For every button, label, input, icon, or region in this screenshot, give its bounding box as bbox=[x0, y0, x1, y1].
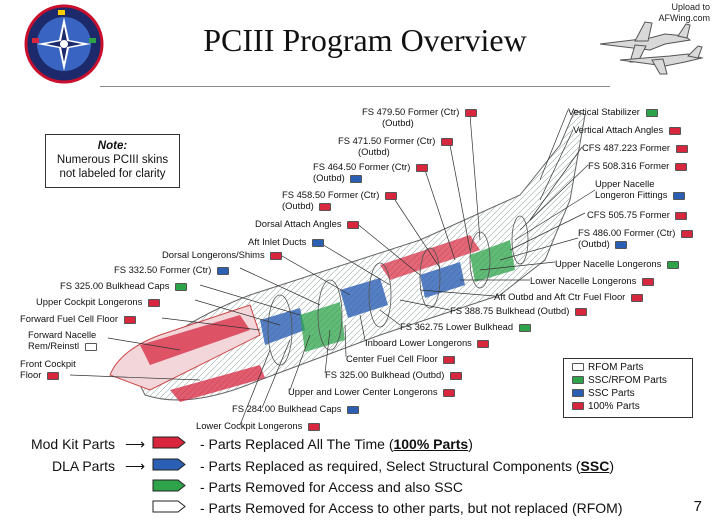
callout-cfs-487: CFS 487.223 Former bbox=[582, 142, 688, 153]
tag-red-icon bbox=[465, 108, 478, 117]
tag-blue-icon bbox=[347, 405, 360, 414]
legend-ssc: SSC Parts bbox=[588, 388, 635, 399]
callout-lower-nacelle-longerons: Lower Nacelle Longerons bbox=[530, 275, 654, 286]
tag-red-icon bbox=[681, 229, 694, 238]
tag-red-icon bbox=[443, 388, 456, 397]
tag-red-icon bbox=[416, 163, 429, 172]
callout-aft-fuel-floor: Aft Outbd and Aft Ctr Fuel Floor bbox=[494, 291, 643, 302]
callout-aft-inlet-ducts: Aft Inlet Ducts bbox=[248, 236, 324, 247]
upload-watermark: Upload to AFWing.com bbox=[658, 2, 710, 24]
aircraft-photo-icon bbox=[599, 21, 704, 75]
tag-green-icon bbox=[645, 108, 658, 117]
callout-fs-486: FS 486.00 Former (Ctr) (Outbd) bbox=[578, 227, 694, 249]
callout-fs-479: FS 479.50 Former (Ctr) (Outbd) bbox=[362, 106, 478, 128]
callout-fs-325-bulkhead: FS 325.00 Bulkhead (Outbd) bbox=[325, 369, 462, 380]
tag-green-icon bbox=[518, 323, 531, 332]
tag-red-icon bbox=[675, 211, 688, 220]
tag-red-icon bbox=[347, 220, 360, 229]
tag-red-icon bbox=[385, 191, 398, 200]
callout-dorsal-longerons: Dorsal Longerons/Shims bbox=[162, 249, 283, 260]
tag-blue-icon bbox=[350, 174, 363, 183]
arrow-right-icon: ⟶ bbox=[125, 458, 146, 474]
tag-red-icon bbox=[307, 422, 320, 431]
arrow-swatch-blue-icon bbox=[152, 458, 186, 471]
tag-red-icon bbox=[574, 307, 587, 316]
callout-fs-471: FS 471.50 Former (Ctr) (Outbd) bbox=[338, 135, 454, 157]
arrow-right-icon: ⟶ bbox=[125, 436, 146, 452]
title-divider bbox=[100, 86, 610, 87]
callout-upper-nacelle-longerons: Upper Nacelle Longerons bbox=[555, 258, 679, 269]
airframe-cutaway-diagram bbox=[69, 109, 596, 426]
callout-vertical-stabilizer: Vertical Stabilizer bbox=[568, 106, 658, 117]
callout-fs-508: FS 508.316 Former bbox=[588, 160, 687, 171]
tag-red-icon bbox=[441, 137, 454, 146]
tag-red-icon bbox=[572, 402, 584, 411]
tag-red-icon bbox=[630, 293, 643, 302]
tag-red-icon bbox=[641, 277, 654, 286]
arrow-swatch-green-icon bbox=[152, 479, 186, 492]
tag-red-icon bbox=[668, 126, 681, 135]
callout-lower-cockpit-longerons: Lower Cockpit Longerons bbox=[196, 420, 320, 431]
tag-white-icon bbox=[84, 342, 97, 351]
tag-red-icon bbox=[449, 371, 462, 380]
callout-forward-fuel-cell-floor: Forward Fuel Cell Floor bbox=[20, 313, 136, 324]
callout-cfs-505: CFS 505.75 Former bbox=[587, 209, 688, 220]
tag-red-icon bbox=[319, 202, 332, 211]
tag-red-icon bbox=[675, 144, 688, 153]
diagram-legend: RFOM Parts SSC/RFOM Parts SSC Parts 100%… bbox=[563, 358, 693, 418]
tag-blue-icon bbox=[615, 240, 628, 249]
tag-blue-icon bbox=[673, 191, 686, 200]
callout-fs-464: FS 464.50 Former (Ctr) (Outbd) bbox=[313, 161, 429, 183]
bottom-legend-left-label: Mod Kit Parts bbox=[30, 436, 115, 452]
tag-blue-icon bbox=[572, 389, 584, 398]
tag-red-icon bbox=[674, 162, 687, 171]
tag-green-icon bbox=[175, 282, 188, 291]
arrow-swatch-white-icon bbox=[152, 500, 186, 513]
callout-vertical-attach-angles: Vertical Attach Angles bbox=[573, 124, 681, 135]
callout-upper-cockpit-longerons: Upper Cockpit Longerons bbox=[36, 296, 160, 307]
upload-line-2: AFWing.com bbox=[658, 13, 710, 23]
tag-red-icon bbox=[123, 315, 136, 324]
tag-white-icon bbox=[572, 363, 584, 372]
legend-ssc-rfom: SSC/RFOM Parts bbox=[588, 375, 667, 386]
arrow-swatch-red-icon bbox=[152, 436, 186, 449]
legend-100pct: 100% Parts bbox=[588, 401, 640, 412]
page-title: PCIII Program Overview bbox=[203, 22, 527, 58]
tag-red-icon bbox=[270, 251, 283, 260]
bottom-legend-left-label: DLA Parts bbox=[51, 458, 115, 474]
callout-inboard-lower-longerons: Inboard Lower Longerons bbox=[365, 337, 490, 348]
callout-fs-362: FS 362.75 Lower Bulkhead bbox=[400, 321, 531, 332]
callout-upper-lower-center-longerons: Upper and Lower Center Longerons bbox=[288, 386, 456, 397]
page-number: 7 bbox=[693, 498, 702, 515]
tag-green-icon bbox=[666, 260, 679, 269]
squadron-emblem-icon bbox=[24, 4, 104, 84]
callout-center-fuel-cell-floor: Center Fuel Cell Floor bbox=[346, 353, 456, 364]
callout-fs-388: FS 388.75 Bulkhead (Outbd) bbox=[450, 305, 587, 316]
tag-blue-icon bbox=[311, 238, 324, 247]
callout-fs-284: FS 284.00 Bulkhead Caps bbox=[232, 403, 360, 414]
note-heading: Note bbox=[97, 140, 124, 152]
callout-dorsal-attach-angles: Dorsal Attach Angles bbox=[255, 218, 360, 229]
note-line-1: Numerous PCIII skins bbox=[56, 154, 169, 166]
tag-red-icon bbox=[443, 355, 456, 364]
note-box: Note: Numerous PCIII skins not labeled f… bbox=[45, 134, 180, 188]
tag-red-icon bbox=[147, 298, 160, 307]
callout-fs-458: FS 458.50 Former (Ctr) (Outbd) bbox=[282, 189, 398, 211]
tag-blue-icon bbox=[217, 266, 230, 275]
tag-green-icon bbox=[572, 376, 584, 385]
tag-red-icon bbox=[46, 371, 59, 380]
note-line-2: not labeled for clarity bbox=[59, 168, 166, 180]
callout-fs-332: FS 332.50 Former (Ctr) bbox=[114, 264, 230, 275]
upload-line-1: Upload to bbox=[671, 2, 710, 12]
legend-rfom: RFOM Parts bbox=[588, 362, 644, 373]
callout-fs-325-caps: FS 325.00 Bulkhead Caps bbox=[60, 280, 188, 291]
tag-red-icon bbox=[477, 339, 490, 348]
